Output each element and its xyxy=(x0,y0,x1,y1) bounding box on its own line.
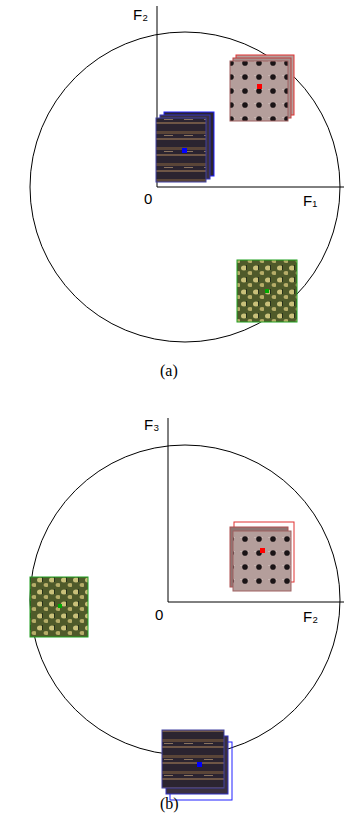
texture-patch xyxy=(230,55,294,121)
axis-label: F₂ xyxy=(133,6,148,24)
texture-patch xyxy=(230,522,294,591)
panel-b xyxy=(30,418,344,800)
axis-label: F₁ xyxy=(303,192,317,210)
axis-line xyxy=(168,418,169,602)
texture-patch xyxy=(156,112,214,182)
texture-patch xyxy=(30,577,88,637)
panel-caption: (b) xyxy=(160,795,179,813)
unit-circle xyxy=(30,445,340,755)
origin-label: 0 xyxy=(155,606,163,624)
axis-label: F₂ xyxy=(303,608,318,626)
origin-label: 0 xyxy=(144,190,152,208)
axis-label: F₃ xyxy=(144,416,159,434)
axis-line xyxy=(157,187,344,188)
texture-patch xyxy=(162,730,232,800)
texture-patch xyxy=(237,260,297,322)
panel-a xyxy=(30,6,344,342)
panel-caption: (a) xyxy=(160,362,178,380)
axis-line xyxy=(168,602,344,603)
